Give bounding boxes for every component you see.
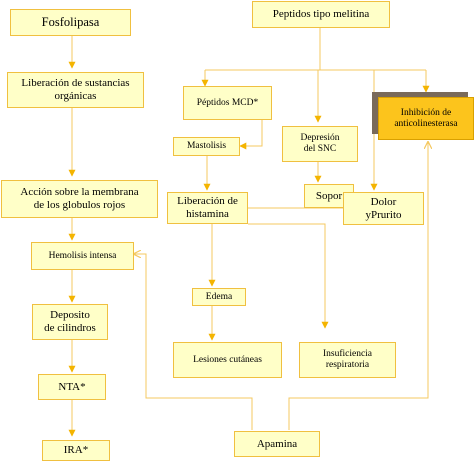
node-deposito-cilindros: Deposito de cilindros xyxy=(32,304,108,340)
label-ira: IRA* xyxy=(63,444,89,457)
node-edema: Edema xyxy=(192,288,246,306)
arrow-mcd-mastolisis xyxy=(239,120,263,150)
arrow-apamina-hemolisis xyxy=(134,254,253,430)
label-fosfolipasa: Fosfolipasa xyxy=(41,15,100,30)
node-insuficiencia-respiratoria: Insuficiencia respiratoria xyxy=(299,342,396,378)
node-fosfolipasa: Fosfolipasa xyxy=(10,9,131,36)
label-mastolisis: Mastolisis xyxy=(186,141,227,152)
node-dolor-prurito: Dolor yPrurito xyxy=(343,192,424,225)
node-hemolisis: Hemolisis intensa xyxy=(31,242,134,270)
arrow-apamina-inhibicion xyxy=(288,142,428,430)
node-depresion-snc: Depresión del SNC xyxy=(282,126,358,162)
node-apamina: Apamina xyxy=(234,431,320,457)
node-peptidos-mcd: Péptidos MCD* xyxy=(183,86,272,120)
label-apamina: Apamina xyxy=(256,437,298,450)
label-liberacion-sustancias: Liberación de sustancias orgánicas xyxy=(21,77,130,102)
label-peptidos-mcd: Péptidos MCD* xyxy=(196,97,259,108)
node-accion-membrana: Acción sobre la membrana de los globulos… xyxy=(1,180,158,218)
node-peptidos-melitina: Peptidos tipo melitina xyxy=(252,1,390,28)
node-nta: NTA* xyxy=(38,374,106,400)
label-liberacion-histamina: Liberación de histamina xyxy=(177,195,238,220)
label-inhibicion: Inhibición de anticolinesterasa xyxy=(394,107,458,129)
label-dolor-prurito: Dolor yPrurito xyxy=(365,195,402,221)
label-deposito: Deposito de cilindros xyxy=(44,309,96,334)
node-liberacion-histamina: Liberación de histamina xyxy=(167,192,248,224)
label-depresion-snc: Depresión del SNC xyxy=(300,133,340,154)
label-peptidos-melitina: Peptidos tipo melitina xyxy=(272,8,370,21)
node-ira: IRA* xyxy=(42,440,110,461)
label-nta: NTA* xyxy=(58,380,86,393)
node-mastolisis: Mastolisis xyxy=(173,137,240,156)
label-sopor: Sopor xyxy=(315,189,343,202)
node-liberacion-sustancias: Liberación de sustancias orgánicas xyxy=(7,72,144,108)
node-lesiones-cutaneas: Lesiones cutáneas xyxy=(173,342,282,378)
label-insuficiencia: Insuficiencia respiratoria xyxy=(322,349,373,370)
label-accion-membrana: Acción sobre la membrana de los globulos… xyxy=(20,186,139,211)
label-lesiones: Lesiones cutáneas xyxy=(193,354,262,365)
node-inhibicion-anticolinesterasa: Inhibición de anticolinesterasa xyxy=(378,97,474,140)
label-hemolisis: Hemolisis intensa xyxy=(48,250,117,261)
label-edema: Edema xyxy=(205,291,233,302)
arrow-histamina-insuficiencia xyxy=(248,223,329,329)
